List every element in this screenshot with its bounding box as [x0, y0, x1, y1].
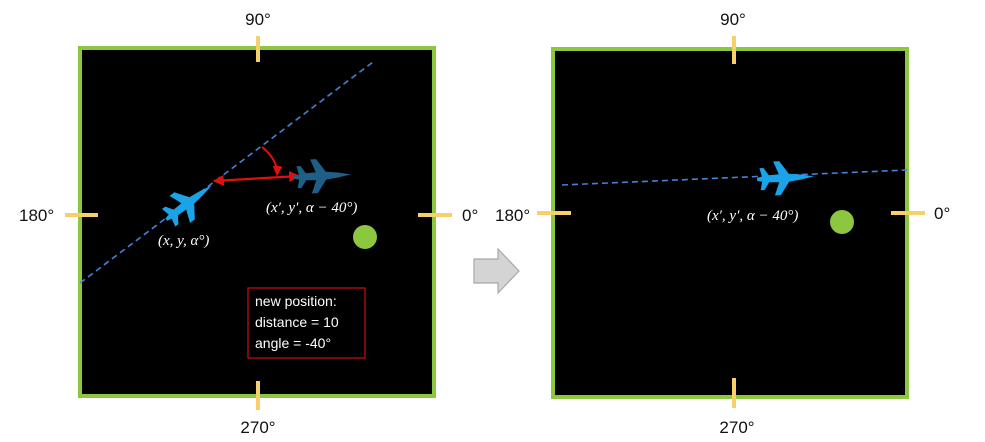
info-box — [247, 287, 366, 359]
left-label-180: 180° — [19, 206, 54, 225]
info-line-3: angle = -40° — [255, 335, 331, 351]
info-line-2: distance = 10 — [255, 314, 339, 330]
fighter-jet-icon — [293, 159, 351, 194]
left-label-0: 0° — [462, 206, 478, 225]
move-arrow — [212, 171, 301, 186]
right-label-0: 0° — [934, 204, 950, 223]
fighter-jet-icon — [162, 185, 212, 227]
right-arrow-icon — [473, 247, 520, 295]
fighter-jet-icon — [756, 161, 814, 196]
left-label-90: 90° — [245, 10, 271, 29]
right-label-180: 180° — [495, 206, 530, 225]
right-target-dot — [830, 210, 854, 234]
right-trajectory-line — [561, 169, 907, 186]
right-state-label: (x′, y′, α − 40°) — [707, 208, 798, 224]
left-label-270: 270° — [240, 418, 275, 437]
left-panel: 90° 180° 0° 270° (x, y, α°) (x′, y′, α −… — [19, 10, 478, 437]
left-target-dot — [353, 225, 377, 249]
angle-arc — [261, 146, 283, 176]
right-label-270: 270° — [719, 418, 754, 437]
right-panel: 90° 180° 0° 270° (x′, y′, α − 40°) — [495, 10, 950, 437]
next-state-label: (x′, y′, α − 40°) — [266, 200, 357, 216]
current-state-label: (x, y, α°) — [158, 233, 209, 249]
right-label-90: 90° — [720, 10, 746, 29]
info-line-1: new position: — [255, 293, 337, 309]
